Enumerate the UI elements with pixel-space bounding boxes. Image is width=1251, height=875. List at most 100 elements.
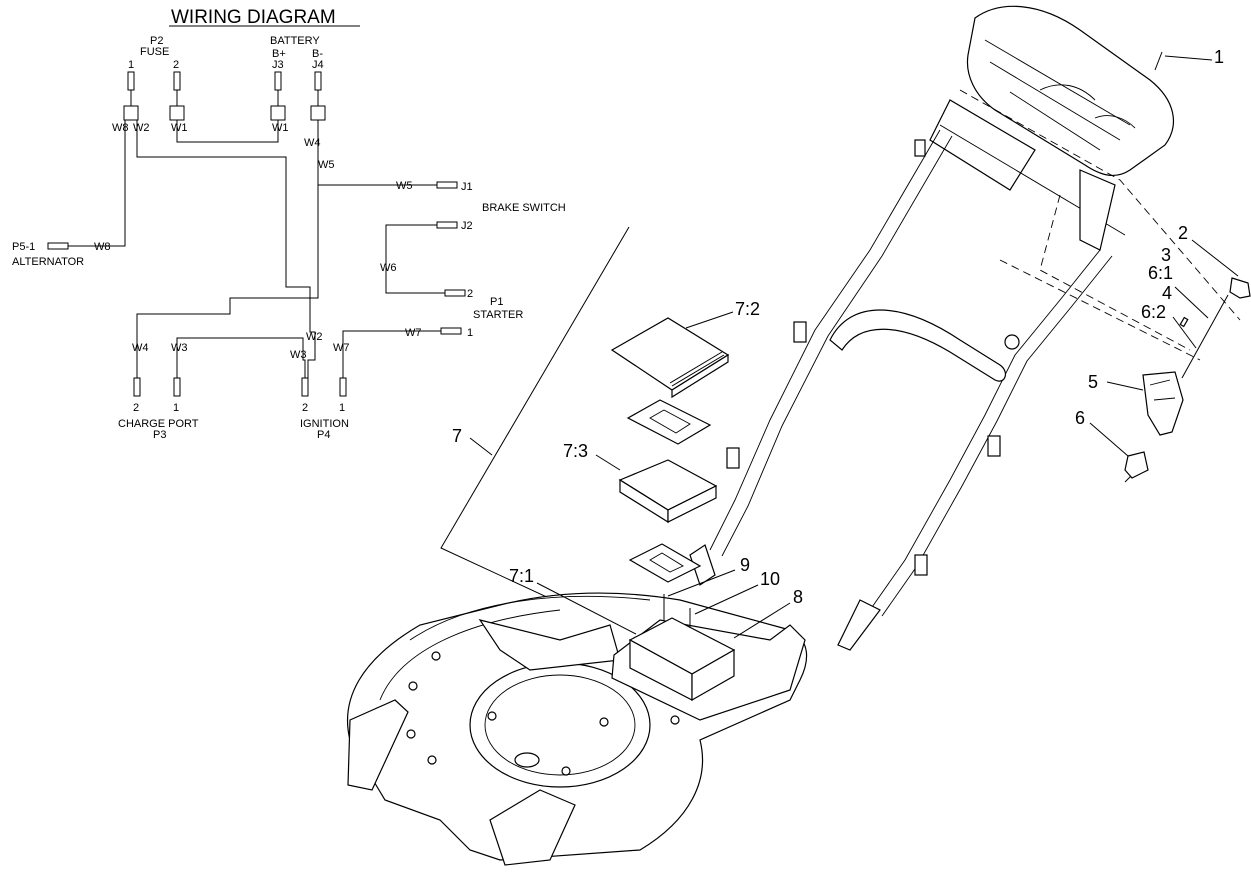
lower-handle-left-end — [689, 544, 716, 586]
label-w1-left: W1 — [171, 122, 188, 134]
connector-ignition-2 — [301, 377, 309, 397]
label-charge-pin-2: 2 — [133, 402, 139, 414]
label-w3-right: W3 — [290, 349, 307, 361]
handle-knob-lower-right — [914, 554, 928, 576]
connector-fuse-1 — [127, 71, 135, 91]
callout-5: 5 — [1088, 372, 1098, 392]
callout-9: 9 — [740, 555, 750, 575]
part-2-cap — [1229, 277, 1251, 299]
callout-1: 1 — [1214, 47, 1224, 67]
connector-ignition-1 — [339, 377, 347, 397]
label-ignition: IGNITION — [300, 418, 349, 430]
label-w8-top: W8 — [112, 122, 129, 134]
label-j1: J1 — [461, 181, 473, 193]
label-battery: BATTERY — [270, 35, 320, 47]
callout-7: 7 — [452, 426, 462, 446]
deck-front-right-bumper — [489, 789, 576, 866]
label-b-minus: B- — [312, 48, 323, 60]
handle-assembly — [689, 5, 1241, 651]
mower-deck — [346, 592, 808, 866]
label-starter: STARTER — [473, 309, 523, 321]
label-w2-bottom: W2 — [306, 331, 323, 343]
handle-crossbar — [829, 309, 1007, 382]
handle-knob-lower-left — [726, 447, 740, 469]
label-b-plus: B+ — [272, 48, 286, 60]
callout-leaders — [469, 55, 1239, 639]
label-j2: J2 — [461, 220, 473, 232]
handle-side-bracket — [1079, 169, 1116, 251]
label-p5-1: P5-1 — [12, 241, 35, 253]
label-w4-top: W4 — [304, 137, 321, 149]
connector-j2 — [436, 221, 458, 229]
label-starter-pin-1: 1 — [467, 327, 473, 339]
label-fuse: FUSE — [140, 46, 169, 58]
connector-p1-2 — [444, 289, 466, 297]
callout-10: 10 — [760, 569, 780, 589]
label-ignition-pin-1: 1 — [339, 402, 345, 414]
part-7-pad-lower — [628, 543, 702, 583]
label-p2: P2 — [150, 35, 163, 47]
callout-6-1: 6:1 — [1148, 263, 1173, 283]
upper-handle-grip — [966, 5, 1174, 177]
callout-7-3: 7:3 — [563, 441, 588, 461]
callout-2: 2 — [1178, 223, 1188, 243]
connector-charge-port-2 — [133, 377, 141, 397]
switch-parts — [1124, 277, 1251, 483]
callout-7-2: 7:2 — [735, 299, 760, 319]
wiring-diagram-title: WIRING DIAGRAM — [171, 7, 336, 28]
handle-knob-upper-right — [987, 435, 1001, 457]
part-7-pad-upper — [626, 399, 712, 445]
label-fuse-pin-2: 2 — [173, 59, 179, 71]
label-w2-top: W2 — [133, 122, 150, 134]
label-w5-right: W5 — [396, 180, 413, 192]
connector-j4 — [314, 71, 322, 91]
deck-front-left-bumper — [347, 699, 409, 791]
connector-charge-port-1 — [173, 377, 181, 397]
label-w6: W6 — [380, 262, 397, 274]
connector-fuse-2 — [173, 71, 181, 91]
callout-3: 3 — [1161, 245, 1171, 265]
label-w4-bottom: W4 — [132, 342, 149, 354]
label-starter-pin-2: 2 — [467, 288, 473, 300]
battery-kit — [440, 226, 730, 669]
callout-numbers: 1 2 3 6:1 4 6:2 5 6 7:2 7 7:3 7:1 9 10 8 — [452, 47, 1224, 607]
callout-4: 4 — [1162, 283, 1172, 303]
label-p4: P4 — [317, 429, 330, 441]
handle-knob-upper-left — [793, 321, 807, 343]
deck-spindle — [514, 752, 540, 768]
label-charge-pin-1: 1 — [173, 402, 179, 414]
label-fuse-pin-1: 1 — [128, 59, 134, 71]
label-p1: P1 — [490, 296, 503, 308]
callout-6-2: 6:2 — [1141, 302, 1166, 322]
part-4-washer — [1179, 316, 1189, 328]
callout-8: 8 — [793, 587, 803, 607]
part-5-housing — [1142, 371, 1184, 436]
label-w3-left: W3 — [171, 342, 188, 354]
label-p3: P3 — [153, 429, 166, 441]
connector-p1-1 — [440, 327, 462, 335]
part-7-2-label-card — [610, 317, 730, 391]
part-1-pin — [1154, 51, 1163, 71]
label-charge-port: CHARGE PORT — [118, 418, 199, 430]
label-w7-bottom: W7 — [333, 342, 350, 354]
handle-frame-top — [929, 99, 1036, 191]
callout-6: 6 — [1075, 408, 1085, 428]
wiring-diagram: WIRING DIAGRAM P2 FUSE BATTERY B+ B- J3 … — [12, 7, 566, 441]
part-6-key-switch — [1124, 451, 1149, 479]
label-alternator: ALTERNATOR — [12, 256, 84, 268]
label-w7-right: W7 — [405, 327, 422, 339]
label-j3: J3 — [272, 59, 284, 71]
cable-guide-clip — [1004, 334, 1020, 350]
label-brake-switch: BRAKE SWITCH — [482, 202, 566, 214]
label-w8-left: W8 — [94, 241, 111, 253]
connector-j1 — [436, 181, 458, 189]
label-w1-right: W1 — [272, 122, 289, 134]
lower-handle-right-end — [837, 599, 881, 651]
connector-p5-1 — [47, 242, 69, 250]
callout-7-1: 7:1 — [509, 566, 534, 586]
handle-latch — [914, 139, 926, 157]
label-ignition-pin-2: 2 — [302, 402, 308, 414]
wires — [68, 90, 445, 378]
label-w5-left: W5 — [318, 159, 335, 171]
